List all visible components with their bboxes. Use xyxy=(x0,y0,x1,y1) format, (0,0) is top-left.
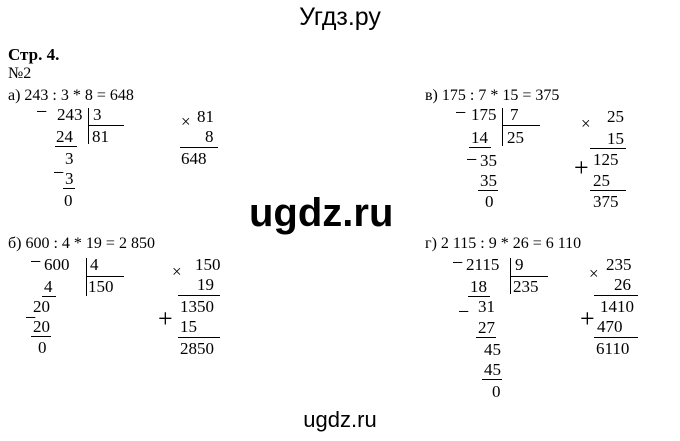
step-result: 0 xyxy=(492,382,501,401)
step-result: 0 xyxy=(64,191,73,210)
dividend: 2115 xyxy=(466,255,500,274)
step-line xyxy=(476,337,496,338)
step-line xyxy=(468,296,490,297)
step-subtrahend: 24 xyxy=(56,127,73,146)
minus-sign: − xyxy=(455,102,467,124)
product-line xyxy=(594,295,638,296)
problem-b-label: б) 600 : 4 * 19 = 2 850 xyxy=(8,235,155,252)
times-sign: × xyxy=(581,114,591,133)
times-sign: × xyxy=(181,112,191,131)
minus-sign: − xyxy=(466,149,478,171)
times-sign: × xyxy=(172,262,182,281)
product-line xyxy=(180,147,218,148)
watermark-middle: ugdz.ru xyxy=(249,191,394,235)
step-subtrahend: 18 xyxy=(470,277,487,296)
partial-product-2: 15 xyxy=(180,317,197,336)
divisor: 9 xyxy=(515,255,524,274)
step-subtrahend: 45 xyxy=(484,360,501,379)
divisor: 7 xyxy=(510,105,519,124)
factor-a: 25 xyxy=(607,107,624,126)
step-line xyxy=(482,379,502,380)
factor-b: 8 xyxy=(205,127,214,146)
problem-v-label: в) 175 : 7 * 15 = 375 xyxy=(425,87,560,104)
division-bracket-horizontal xyxy=(510,276,548,277)
step-line xyxy=(469,147,491,148)
step-line xyxy=(478,190,498,191)
product-line xyxy=(178,295,220,296)
times-sign: × xyxy=(589,264,599,283)
dividend: 600 xyxy=(44,255,70,274)
minus-sign: − xyxy=(36,101,48,123)
product: 648 xyxy=(181,149,207,168)
step-line xyxy=(55,146,77,147)
step-line xyxy=(42,296,56,297)
plus-sign: + xyxy=(574,153,589,182)
step-subtrahend: 20 xyxy=(33,317,50,336)
factor-a: 235 xyxy=(606,255,632,274)
step-remainder: 35 xyxy=(480,151,497,170)
sum-line xyxy=(178,337,220,338)
quotient: 150 xyxy=(88,277,114,296)
problem-a-label: а) 243 : 3 * 8 = 648 xyxy=(8,87,134,104)
divisor: 4 xyxy=(90,255,99,274)
step-line xyxy=(31,336,51,337)
partial-product-1: 125 xyxy=(593,150,619,169)
minus-sign: − xyxy=(30,251,42,273)
division-bracket-vertical xyxy=(88,108,89,144)
factor-a: 81 xyxy=(197,107,214,126)
product: 6110 xyxy=(596,339,630,358)
division-bracket-vertical xyxy=(86,258,87,296)
step-subtrahend: 35 xyxy=(480,171,497,190)
partial-product-1: 1350 xyxy=(180,297,214,316)
factor-b: 26 xyxy=(614,275,631,294)
divisor: 3 xyxy=(93,105,102,124)
partial-product-2: 470 xyxy=(597,317,623,336)
page-reference: Стр. 4. xyxy=(8,45,60,64)
partial-product-1: 1410 xyxy=(600,297,634,316)
factor-a: 150 xyxy=(195,255,221,274)
quotient: 25 xyxy=(507,128,524,147)
factor-b: 15 xyxy=(607,129,624,148)
product: 375 xyxy=(593,192,619,211)
factor-b: 19 xyxy=(197,275,214,294)
product: 2850 xyxy=(180,339,214,358)
step-remainder: 3 xyxy=(65,149,74,168)
minus-sign: − xyxy=(458,301,470,323)
quotient: 81 xyxy=(92,127,109,146)
step-remainder: 31 xyxy=(478,297,495,316)
division-bracket-vertical xyxy=(502,108,503,146)
partial-product-2: 25 xyxy=(593,171,610,190)
minus-sign: − xyxy=(25,307,37,329)
division-bracket-horizontal xyxy=(88,125,124,126)
step-subtrahend: 4 xyxy=(44,277,53,296)
step-result: 0 xyxy=(38,338,47,357)
division-bracket-horizontal xyxy=(86,276,124,277)
problem-g-label: г) 2 115 : 9 * 26 = 6 110 xyxy=(425,235,582,252)
division-bracket-horizontal xyxy=(502,125,540,126)
step-remainder: 45 xyxy=(484,340,501,359)
minus-sign: − xyxy=(53,162,65,184)
step-subtrahend: 3 xyxy=(65,169,74,188)
plus-sign: + xyxy=(580,304,595,333)
step-subtrahend: 27 xyxy=(478,318,495,337)
step-line xyxy=(63,188,75,189)
sum-line xyxy=(590,190,626,191)
plus-sign: + xyxy=(158,304,173,333)
sum-line xyxy=(594,337,638,338)
exercise-number: №2 xyxy=(8,65,32,82)
step-subtrahend: 14 xyxy=(471,128,488,147)
dividend: 243 xyxy=(57,105,83,124)
minus-sign: − xyxy=(452,252,464,274)
watermark-top: Угдз.ру xyxy=(299,3,381,31)
product-line xyxy=(590,148,626,149)
step-remainder: 20 xyxy=(33,297,50,316)
dividend: 175 xyxy=(471,105,497,124)
watermark-bottom: ugdz.ru xyxy=(303,407,377,432)
step-result: 0 xyxy=(485,192,494,211)
quotient: 235 xyxy=(513,277,539,296)
